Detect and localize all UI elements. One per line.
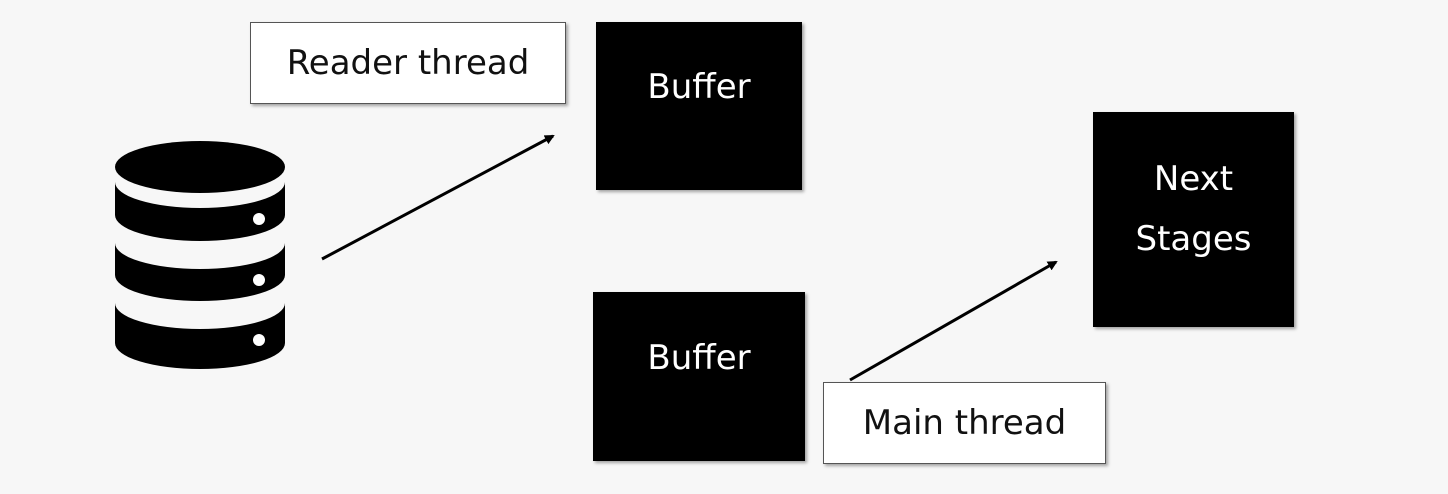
database-dot-2 [253,274,265,286]
buffer-box-bottom: Buffer [593,292,805,461]
buffer-bottom-text: Buffer [647,337,751,378]
next-stages-text: Next Stages [1136,150,1252,269]
reader-thread-label: Reader thread [250,22,566,104]
main-thread-arrow [849,260,1058,382]
buffer-top-text: Buffer [647,67,751,108]
main-thread-label-text: Main thread [862,403,1067,443]
main-thread-label: Main thread [823,382,1106,464]
reader-thread-arrow [321,134,555,261]
reader-thread-label-text: Reader thread [286,43,530,83]
database-dot-3 [253,334,265,346]
next-stages-box: Next Stages [1093,112,1294,327]
buffer-box-top: Buffer [596,22,802,190]
database-icon [115,141,285,369]
database-dot-1 [253,213,265,225]
next-stages-line-2: Stages [1135,218,1252,259]
next-stages-line-1: Next [1153,159,1234,199]
